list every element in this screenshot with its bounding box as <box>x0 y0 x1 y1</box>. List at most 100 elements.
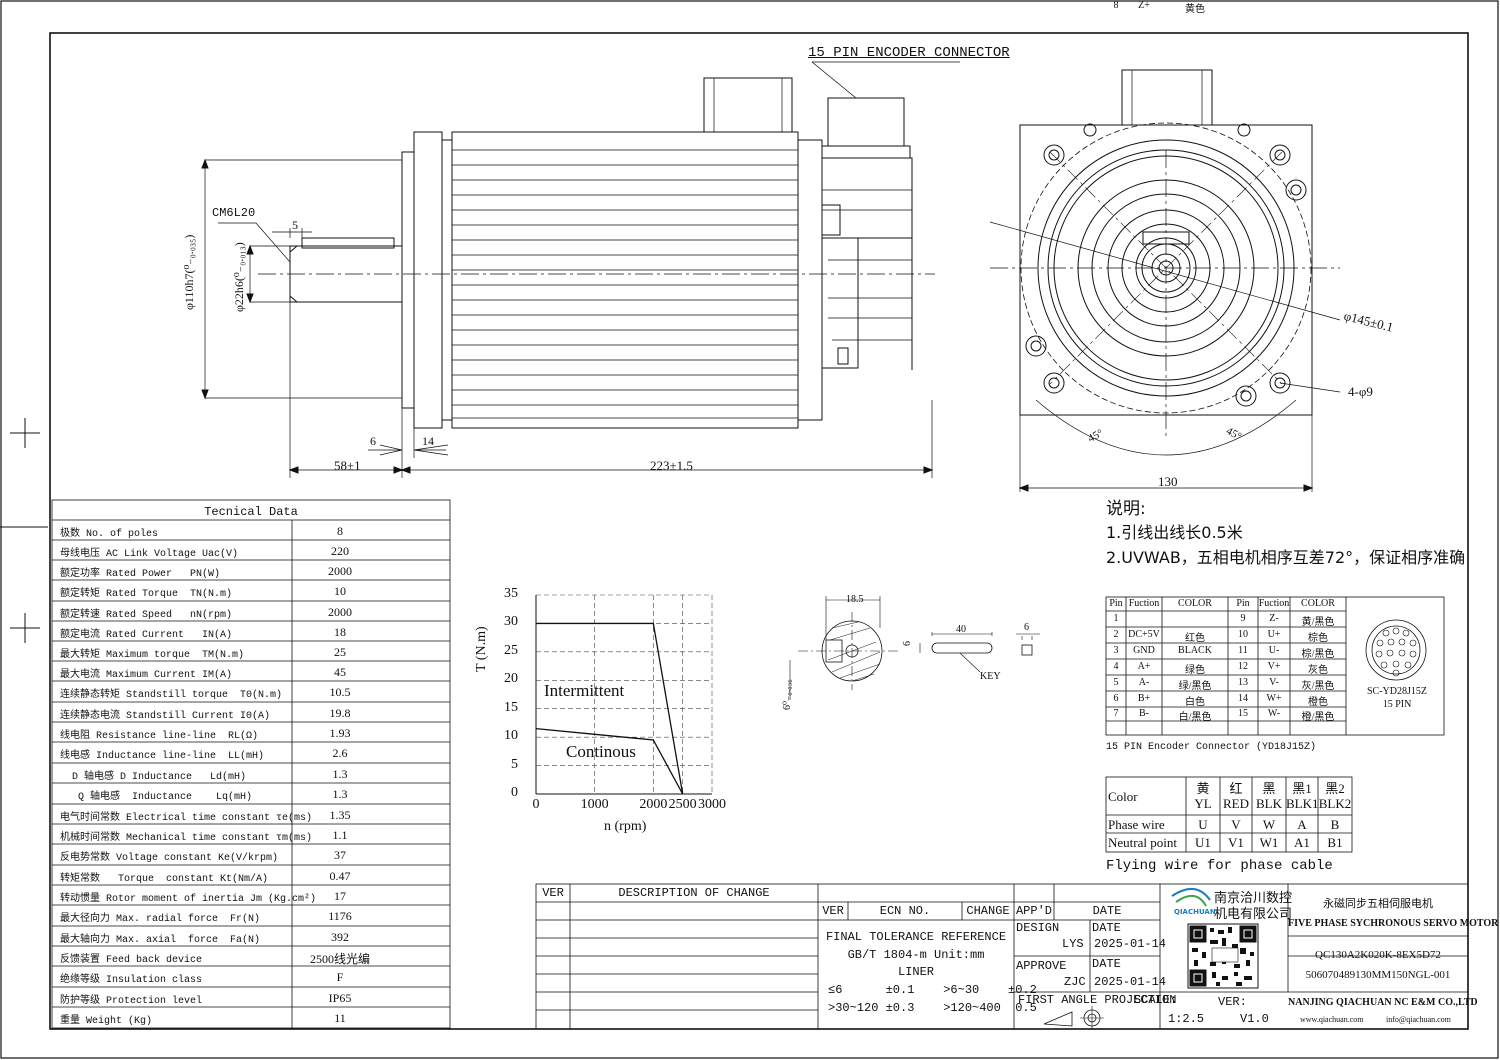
tb-appd: APP'D <box>1015 904 1052 918</box>
tech-row-value: 1.1 <box>332 828 348 842</box>
chart-xtick-label: 0 <box>532 797 540 812</box>
pin-cell: 1 <box>1113 613 1119 624</box>
pin-cell: 黄/黑色 <box>1301 617 1335 628</box>
tech-row-value: IP65 <box>328 991 352 1005</box>
wire-caption: Flying wire for phase cable <box>1106 858 1333 874</box>
company-logo <box>1171 888 1211 907</box>
tb-tol5: >30~120 ±0.3 >120~400 0.5 <box>828 1001 1037 1015</box>
pin-cell: A- <box>1138 677 1150 688</box>
tech-row-value: 25 <box>334 645 346 659</box>
tb-date: DATE <box>1092 904 1122 918</box>
tb-ver-value: V1.0 <box>1240 1012 1269 1026</box>
tb-approve-date: 2025-01-14 <box>1094 975 1167 989</box>
tech-table-title: Tecnical Data <box>204 505 298 519</box>
pin-cell: 4 <box>1113 661 1119 672</box>
tech-row-value: 1.93 <box>329 726 351 740</box>
tech-row-label: 最大径向力 Max. radial force Fr(N) <box>60 914 261 925</box>
pin-cell: Fuction <box>1128 598 1160 609</box>
wire-cell: Phase wire <box>1108 816 1165 832</box>
tb-company-cn2: 机电有限公司 <box>1214 907 1293 922</box>
pin-cell: 2 <box>1113 629 1119 640</box>
tech-table-grid <box>51 499 451 1029</box>
pin-cell: DC+5V <box>1128 629 1160 640</box>
pin-cell: 黄色 <box>1185 4 1205 15</box>
torque-speed-chart <box>535 594 713 795</box>
tb-design-date: 2025-01-14 <box>1094 937 1167 951</box>
tech-row-value: 19.8 <box>329 706 351 720</box>
dim-phi22: φ22h6(⁰₋₀.₀₁₃) <box>232 242 246 312</box>
tech-row-value: 8 <box>337 524 343 538</box>
tech-row-value: 37 <box>334 848 346 862</box>
tech-row-value: 392 <box>331 930 349 944</box>
wire-cell: W1 <box>1259 835 1279 850</box>
tech-row-value: 11 <box>334 1011 346 1025</box>
dim-holes: 4-φ9 <box>1348 384 1373 399</box>
chart-ytick-label: 20 <box>504 671 518 687</box>
pin-cell: 灰/黑色 <box>1301 681 1335 692</box>
pin-cell: 灰色 <box>1308 665 1328 676</box>
tech-row-label: 母线电压 AC Link Voltage Uac(V) <box>60 549 239 560</box>
tech-row-label: 额定功率 Rated Power PN(W) <box>60 569 221 580</box>
tech-row-value: 17 <box>334 889 346 903</box>
pin-cell: 11 <box>1238 645 1248 656</box>
tech-row-label: 线电阻 Resistance line-line RL(Ω) <box>60 731 259 742</box>
pin-cell: 8 <box>1113 0 1119 11</box>
tech-row-value: 220 <box>331 544 349 558</box>
pin-caption: 15 PIN Encoder Connector (YD18J15Z) <box>1106 742 1317 753</box>
dim-key-40: 40 <box>956 624 966 635</box>
shaft-section-view <box>789 596 1040 700</box>
pin-cell: U+ <box>1267 629 1281 640</box>
wire-cell: U1 <box>1195 835 1211 850</box>
tb-logo-text: QIACHUAN <box>1174 908 1216 916</box>
tb-tol2: GB/T 1804-m Unit:mm <box>847 948 985 962</box>
pin-cell: B- <box>1139 708 1149 719</box>
dim-18-5: 18.5 <box>846 594 864 605</box>
chart-ylabel: T (N.m) <box>474 626 489 672</box>
tb-ver-header: VER <box>542 886 564 900</box>
tech-row-label: Q 轴电感 Inductance Lq(mH) <box>60 792 253 803</box>
chart-ytick-label: 25 <box>504 642 518 658</box>
tb-tol4: ≤6 ±0.1 >6~30 ±0.2 <box>828 983 1037 997</box>
pin-cell: 橙/黑色 <box>1301 712 1335 723</box>
tb-mail: info@qiachuan.com <box>1386 1015 1451 1024</box>
chart-ytick-label: 35 <box>504 586 518 601</box>
note-2: 2.UVWAB，五相电机相序互差72°，保证相序准确 <box>1106 548 1466 567</box>
wire-cell: A <box>1297 816 1307 832</box>
pin-cell: 6 <box>1113 693 1119 704</box>
pin-cell: V+ <box>1267 661 1281 672</box>
tech-row-label: 额定电流 Rated Current IN(A) <box>60 630 233 641</box>
dim-phi110: φ110h7(⁰₋₀.₀₃₅) <box>182 234 196 310</box>
tech-row-value: 2000 <box>328 605 352 619</box>
thread-label: CM6L20 <box>212 206 256 220</box>
pin-cell: 7 <box>1113 708 1119 719</box>
dim-223: 223±1.5 <box>650 458 693 473</box>
pin-cell: 12 <box>1238 661 1248 672</box>
pin-cell: 3 <box>1113 645 1119 656</box>
tech-row-label: 防护等级 Protection level <box>60 996 203 1007</box>
pin-table-grid <box>1105 596 1445 736</box>
chart-ytick-label: 0 <box>511 785 518 800</box>
wire-cell: Neutral point <box>1108 835 1177 850</box>
dim-58: 58±1 <box>334 458 361 473</box>
tb-web: www.qiachuan.com <box>1300 1015 1364 1024</box>
pin-cell: 棕/黑色 <box>1301 649 1335 660</box>
pin-cell: 9 <box>1240 613 1246 624</box>
wire-cell: 黑2 BLK2 <box>1318 781 1352 811</box>
motor-side-view <box>201 77 935 478</box>
wire-cell: V1 <box>1228 835 1244 850</box>
tech-row-label: 连续静态电流 Standstill Current I0(A) <box>60 711 271 722</box>
pin-cell: 白/黑色 <box>1178 712 1212 723</box>
pin-cell: U- <box>1268 645 1280 656</box>
chart-xtick-label: 2000 <box>639 797 668 812</box>
tb-approve-by: ZJC <box>1064 975 1086 989</box>
wire-cell: Color <box>1108 788 1138 804</box>
wire-cell: 黑 BLK <box>1256 781 1282 811</box>
tech-row-value: F <box>336 970 344 984</box>
tb-tol3: LINER <box>897 965 934 979</box>
tech-row-value: 0.47 <box>329 869 351 883</box>
projection-symbol <box>1043 1006 1104 1030</box>
dim-key-6b: 6 <box>1024 622 1029 633</box>
wire-cell: A1 <box>1294 835 1310 850</box>
pin-cell: V- <box>1269 677 1279 688</box>
pin-cell: 橙色 <box>1308 697 1328 708</box>
